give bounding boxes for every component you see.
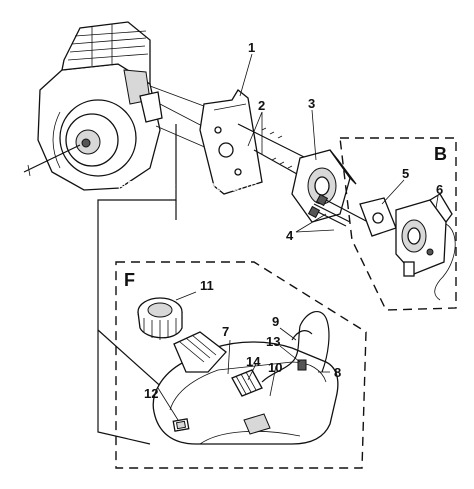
group-f-box	[115, 261, 367, 469]
callout-6: 6	[436, 182, 443, 197]
filler-neck	[173, 331, 227, 373]
insulator-part-3	[291, 149, 357, 223]
callout-9: 9	[272, 314, 279, 329]
callout-1: 1	[248, 40, 255, 55]
callout-11: 11	[200, 278, 214, 293]
callout-leaders	[157, 53, 439, 421]
callout-10: 10	[268, 360, 282, 375]
callout-8: 8	[334, 365, 341, 380]
grommet-part-12	[172, 418, 190, 432]
fuel-cap-part-11	[137, 297, 183, 340]
group-label-f: F	[124, 270, 135, 290]
watermark-text: eReplacementParts.com	[118, 178, 293, 195]
callout-4: 4	[286, 228, 294, 243]
group-label-b: B	[434, 144, 447, 164]
callout-13: 13	[266, 334, 280, 349]
callout-12: 12	[144, 386, 158, 401]
callout-7: 7	[222, 324, 229, 339]
carburetor-gasket-part-5	[359, 197, 397, 237]
engine-assembly	[23, 21, 231, 191]
callout-5: 5	[402, 166, 409, 181]
gasket-part-1	[199, 89, 263, 195]
fuel-filter-part-14	[231, 369, 263, 397]
carburetor-part-6	[395, 193, 456, 301]
callout-14: 14	[246, 354, 261, 369]
callout-3: 3	[308, 96, 315, 111]
screws-part-4	[307, 193, 369, 227]
callout-2: 2	[258, 98, 265, 113]
group-b-box	[339, 137, 457, 311]
